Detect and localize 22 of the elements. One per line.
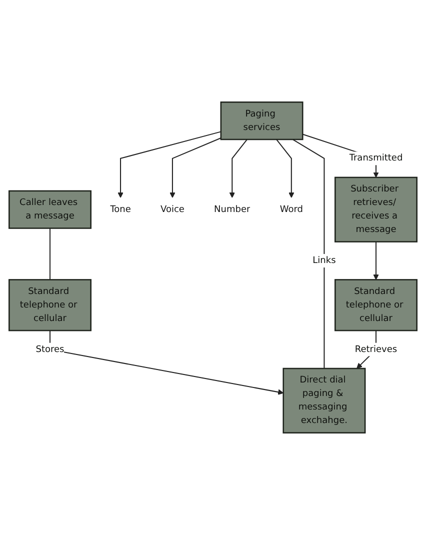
connector xyxy=(49,228,51,280)
arrow xyxy=(170,137,222,198)
node-box: Direct dial paging & messaging exchahge. xyxy=(282,367,366,433)
node-box: Caller leaves a message xyxy=(8,190,92,228)
connector xyxy=(292,138,325,368)
arrow xyxy=(373,241,379,280)
node-box: Paging services xyxy=(220,101,304,140)
edge-label: Stores xyxy=(36,344,64,354)
node-box: Standard telephone or cellular xyxy=(334,278,418,331)
edge-label: Retrieves xyxy=(354,344,398,354)
arrow xyxy=(276,138,294,198)
edge-label: Transmitted xyxy=(349,152,403,163)
node-box: Subscriber retrieves/ receives a message xyxy=(334,176,418,242)
node-text: Tone xyxy=(110,204,131,214)
edge-label: Links xyxy=(312,254,336,266)
node-text: Voice xyxy=(160,204,184,214)
node-text: Word xyxy=(280,204,303,214)
arrow xyxy=(49,330,284,394)
node-box: Standard telephone or cellular xyxy=(8,278,92,331)
arrow xyxy=(118,130,222,198)
arrow xyxy=(229,138,248,198)
node-text: Number xyxy=(214,204,250,214)
